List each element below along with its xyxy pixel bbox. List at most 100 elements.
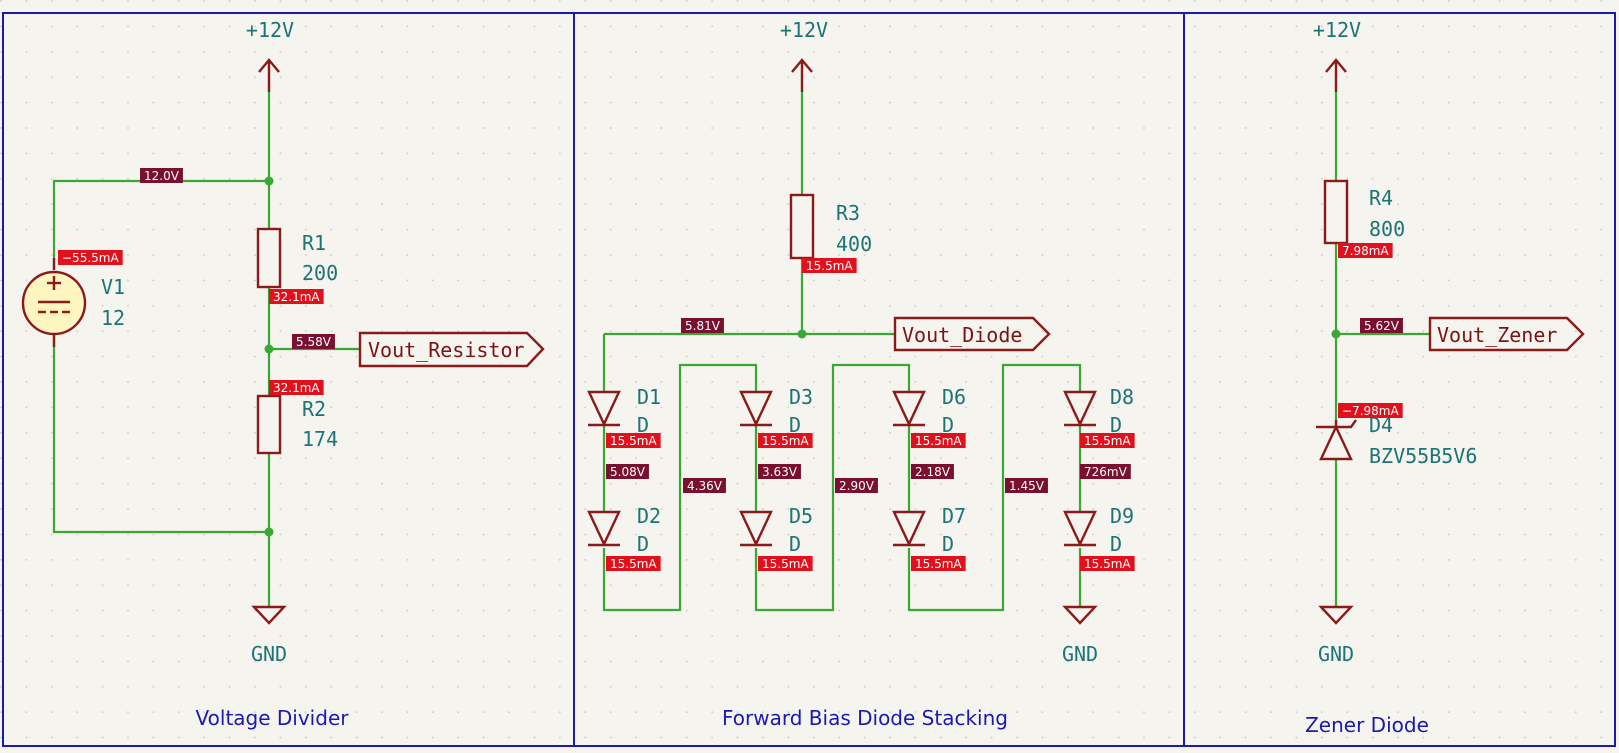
gnd-symbol-3[interactable] <box>1318 605 1354 625</box>
probe-value: 2.18V <box>915 465 951 479</box>
current-probe-tag: 15.5mA <box>758 556 813 571</box>
resistor-r1[interactable] <box>256 227 282 289</box>
net-label-vout-diode[interactable] <box>893 316 1051 352</box>
voltage-source-v1[interactable] <box>21 258 87 347</box>
d5-ref: D5 <box>789 504 813 528</box>
net-label-vout-resistor-text: Vout_Resistor <box>368 338 525 362</box>
current-probe-tag: 7.98mA <box>1338 243 1393 258</box>
vcc-power-symbol-2[interactable] <box>791 58 813 92</box>
probe-value: −7.98mA <box>1342 404 1399 418</box>
voltage-probe-tag: 12.0V <box>140 168 183 183</box>
net-label-vout-resistor[interactable] <box>358 331 545 368</box>
vcc-power-symbol-1[interactable] <box>258 58 280 92</box>
voltage-probe-tag: 726mV <box>1080 464 1131 479</box>
current-probe-tag: 15.5mA <box>1080 556 1135 571</box>
probe-value: 3.63V <box>762 465 798 479</box>
vcc-power-symbol-3[interactable] <box>1325 58 1347 92</box>
d6-value: D <box>942 413 954 437</box>
d9-value: D <box>1110 532 1122 556</box>
vcc-label-1: +12V <box>246 18 294 42</box>
zener-diode-d4[interactable] <box>1316 419 1357 461</box>
probe-value: 15.5mA <box>806 259 853 273</box>
d2-ref: D2 <box>637 504 661 528</box>
current-probe-tag: 15.5mA <box>758 433 813 448</box>
d7-ref: D7 <box>942 504 966 528</box>
diode-d5[interactable] <box>739 510 773 547</box>
d3-value: D <box>789 413 801 437</box>
diode-d9[interactable] <box>1063 510 1097 547</box>
v1-value: 12 <box>101 306 125 330</box>
probe-value: 7.98mA <box>1342 244 1389 258</box>
probe-value: 15.5mA <box>610 434 657 448</box>
current-probe-tag: 15.5mA <box>802 258 857 273</box>
current-probe-tag: 15.5mA <box>606 433 661 448</box>
voltage-probe-tag: 1.45V <box>1005 478 1048 493</box>
d3-ref: D3 <box>789 385 813 409</box>
gnd-label-1: GND <box>251 642 287 666</box>
voltage-probe-tag: 5.08V <box>606 464 649 479</box>
voltage-probe-tag: 2.90V <box>835 478 878 493</box>
voltage-probe-tag: 3.63V <box>758 464 801 479</box>
d8-value: D <box>1110 413 1122 437</box>
d1-value: D <box>637 413 649 437</box>
r4-ref: R4 <box>1369 186 1393 210</box>
current-probe-tag: 32.1mA <box>269 289 324 304</box>
r2-value: 174 <box>302 427 338 451</box>
net-label-vout-zener[interactable] <box>1428 316 1585 352</box>
resistor-r4[interactable] <box>1323 179 1349 245</box>
current-probe-tag: −7.98mA <box>1338 403 1403 418</box>
probe-value: 15.5mA <box>915 434 962 448</box>
d7-value: D <box>942 532 954 556</box>
sheet-borders <box>2 12 1616 747</box>
diode-d3[interactable] <box>739 390 773 427</box>
diode-d1[interactable] <box>587 390 621 427</box>
gnd-label-3: GND <box>1318 642 1354 666</box>
junction-dot-zener <box>1331 329 1341 339</box>
sheet-title-divider: Voltage Divider <box>196 706 350 730</box>
sheet-title-zener: Zener Diode <box>1305 713 1429 737</box>
diode-d7[interactable] <box>892 510 926 547</box>
diode-group <box>587 390 1097 547</box>
probe-value: 5.58V <box>296 335 332 349</box>
d8-ref: D8 <box>1110 385 1134 409</box>
diode-stack-wires[interactable] <box>602 92 1082 612</box>
d2-value: D <box>637 532 649 556</box>
v1-ref: V1 <box>101 275 125 299</box>
probe-value: 15.5mA <box>610 557 657 571</box>
probe-value: 32.1mA <box>273 290 320 304</box>
voltage-probe-tag: 4.36V <box>683 478 726 493</box>
vcc-label-2: +12V <box>780 18 828 42</box>
vcc-label-3: +12V <box>1313 18 1361 42</box>
probe-value: 1.45V <box>1009 479 1045 493</box>
probe-value: 15.5mA <box>762 434 809 448</box>
r1-ref: R1 <box>302 231 326 255</box>
net-label-vout-diode-text: Vout_Diode <box>902 323 1022 347</box>
r3-value: 400 <box>836 232 872 256</box>
voltage-probe-tag: 5.81V <box>681 318 724 333</box>
d1-ref: D1 <box>637 385 661 409</box>
r3-ref: R3 <box>836 201 860 225</box>
junction-dots <box>264 176 274 537</box>
probe-value: 12.0V <box>144 169 180 183</box>
current-probe-tag: 15.5mA <box>606 556 661 571</box>
d4-value: BZV55B5V6 <box>1369 444 1477 468</box>
voltage-probe-tag: 2.18V <box>911 464 954 479</box>
d6-ref: D6 <box>942 385 966 409</box>
probe-value: 2.90V <box>839 479 875 493</box>
gnd-label-2: GND <box>1062 642 1098 666</box>
resistor-r2[interactable] <box>256 394 282 455</box>
junction-dot-diode <box>797 329 807 339</box>
net-label-vout-zener-text: Vout_Zener <box>1437 323 1557 347</box>
voltage-probe-tag: 5.58V <box>292 334 335 349</box>
r4-value: 800 <box>1369 217 1405 241</box>
probe-value: −55.5mA <box>62 251 119 265</box>
probe-value: 15.5mA <box>915 557 962 571</box>
d9-ref: D9 <box>1110 504 1134 528</box>
diode-d8[interactable] <box>1063 390 1097 427</box>
gnd-symbol-1[interactable] <box>251 605 287 625</box>
gnd-symbol-2[interactable] <box>1062 605 1098 625</box>
diode-d2[interactable] <box>587 510 621 547</box>
diode-d6[interactable] <box>892 390 926 427</box>
